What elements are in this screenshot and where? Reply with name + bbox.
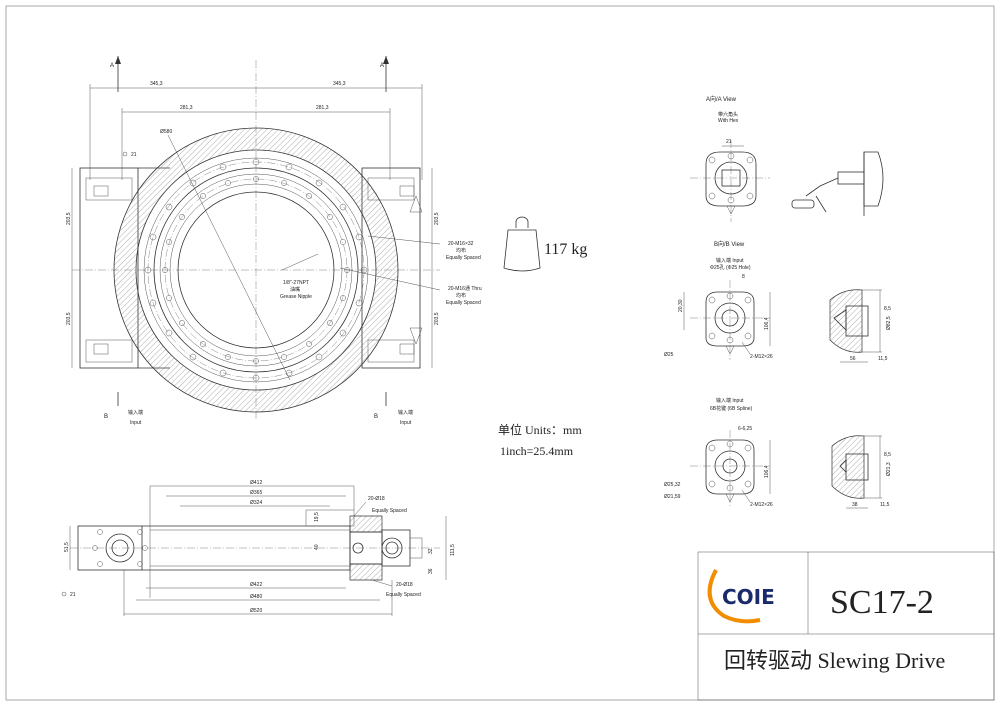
company-logo: COIE (722, 585, 775, 609)
callout-bolt-inner-3: Equally Spaced (446, 300, 481, 306)
spline-dim-106-4: 106,4 (764, 465, 770, 478)
dim-inner-right: 281,3 (316, 105, 329, 111)
b-view-title: B向/B View (714, 240, 745, 248)
b-view-key-label: Φ25孔 (Φ25 Hole) (710, 264, 751, 271)
a-view: A向/A View 带六角头 With Hex 21 (690, 95, 884, 222)
ref-21: 21 (131, 152, 137, 158)
b-view-dim-106-4: 106,4 (764, 317, 770, 330)
spline-title-cn: 输入端 Input (716, 397, 744, 404)
dim-h32: 32 (428, 548, 434, 554)
front-view: A A 345,3 345,3 281,3 281,3 203,5 203,5 (66, 56, 482, 426)
dim-d480: Ø480 (250, 594, 262, 600)
dim-d422: Ø422 (250, 582, 262, 588)
product-name: 回转驱动 Slewing Drive (724, 648, 945, 673)
callout-holes-bot-2: Equally Spaced (386, 592, 421, 598)
spline-title-en: 6B花键 (6B Spline) (710, 405, 753, 412)
input-label-left-cn: 输入端 (128, 409, 143, 416)
callout-nipple-1: 1/8"-27NPT (283, 280, 309, 286)
section-b-left-label: B (104, 414, 108, 420)
dim-h36: 36 (428, 568, 434, 574)
callout-bolt-inner-1: 20-M16通 Thru (448, 285, 482, 292)
section-b-right-label: B (374, 414, 378, 420)
dim-h51-5: 51,5 (64, 542, 70, 552)
input-label-right-cn: 输入端 (398, 409, 413, 416)
callout-bolt-inner-2: 均布 (456, 292, 466, 299)
dim-height-lower-left: 203,5 (66, 312, 72, 325)
sec2-dim-38: 38 (852, 502, 858, 508)
callout-holes-top-1: 20-Ø18 (368, 496, 385, 502)
dim-height-upper-right: 203,5 (434, 212, 440, 225)
ref-21-bottom: 21 (70, 592, 76, 598)
sec1-dim-82-5: Ø82,5 (886, 316, 892, 330)
dim-h19-5: 19,5 (314, 512, 320, 522)
dim-height-lower-right: 203,5 (434, 312, 440, 325)
a-view-title: A向/A View (706, 95, 737, 103)
dim-h40: 40 (314, 544, 320, 550)
sec1-dim-11-5: 11,5 (878, 356, 888, 362)
model-number: SC17-2 (830, 584, 934, 621)
callout-bolt-outer-1: 20-M16×32 (448, 241, 474, 247)
title-block: COIE SC17-2 回转驱动 Slewing Drive (697, 551, 995, 701)
b-view: B向/B View 输入端 Input Φ25孔 (Φ25 Hole) 8 20… (664, 240, 892, 363)
section-view: Ø412 Ø365 Ø324 51,5 19,5 40 32 36 (61, 480, 456, 616)
units-line-1: 单位 Units：mm (498, 422, 582, 437)
b-view-dim-2m12: 2-M12×26 (750, 354, 773, 360)
a-view-dim-21: 21 (726, 139, 732, 145)
callout-nipple-3: Grease Nipple (280, 294, 312, 300)
b-view-dim-8: 8 (742, 274, 745, 280)
section-a-right-label: A (380, 63, 384, 69)
dim-h111-5: 111,5 (450, 544, 456, 556)
spline-spec: 6-6,25 (738, 426, 752, 432)
callout-bolt-outer-3: Equally Spaced (446, 255, 481, 261)
units-line-2: 1inch=25.4mm (500, 444, 574, 458)
sheet-border (5, 5, 995, 701)
dim-height-upper-left: 203,5 (66, 212, 72, 225)
b-view-dim-20-30: 20,30 (678, 299, 684, 312)
dim-d365: Ø365 (250, 490, 262, 496)
b-view-input-label: 输入端 Input (716, 257, 744, 264)
spline-dim-2m12: 2-M12×26 (750, 502, 773, 508)
callout-holes-top-2: Equally Spaced (372, 508, 407, 514)
sec1-dim-8-5: 8,5 (884, 306, 891, 312)
sec1-dim-56: 56 (850, 356, 856, 362)
input-label-left-en: Input (130, 420, 142, 426)
callout-bolt-outer-2: 均布 (456, 247, 466, 254)
spline-view: 输入端 Input 6B花键 (6B Spline) 6-6,25 106,4 … (664, 397, 892, 509)
sec2-dim-21-3: Ø21,3 (886, 462, 892, 476)
dim-half-width-left: 345,3 (150, 81, 163, 87)
spline-dim-25-32: Ø25,32 (664, 482, 681, 488)
dim-inner-left: 281,3 (180, 105, 193, 111)
weight-indicator: 117 kg (503, 216, 587, 272)
b-view-dim-phi25: Ø25 (664, 352, 674, 358)
spline-dim-21-59: Ø21,59 (664, 494, 681, 500)
logo-swoosh-icon (707, 569, 761, 624)
sec2-dim-11-5: 11,5 (880, 502, 890, 508)
callout-holes-bot-1: 20-Ø18 (396, 582, 413, 588)
dim-outer-diameter: Ø580 (160, 129, 172, 135)
dim-d412: Ø412 (250, 480, 262, 486)
dim-d520: Ø520 (250, 608, 262, 614)
callout-nipple-2: 油嘴 (290, 286, 300, 293)
weight-value: 117 kg (544, 241, 587, 258)
dim-half-width-right: 345,3 (333, 81, 346, 87)
a-view-sub-en: With Hex (718, 118, 739, 124)
sec2-dim-8-5: 8,5 (884, 452, 891, 458)
dim-d324: Ø324 (250, 500, 262, 506)
input-label-right-en: Input (400, 420, 412, 426)
a-view-sub-cn: 带六角头 (718, 111, 738, 118)
section-a-left-label: A (110, 63, 114, 69)
